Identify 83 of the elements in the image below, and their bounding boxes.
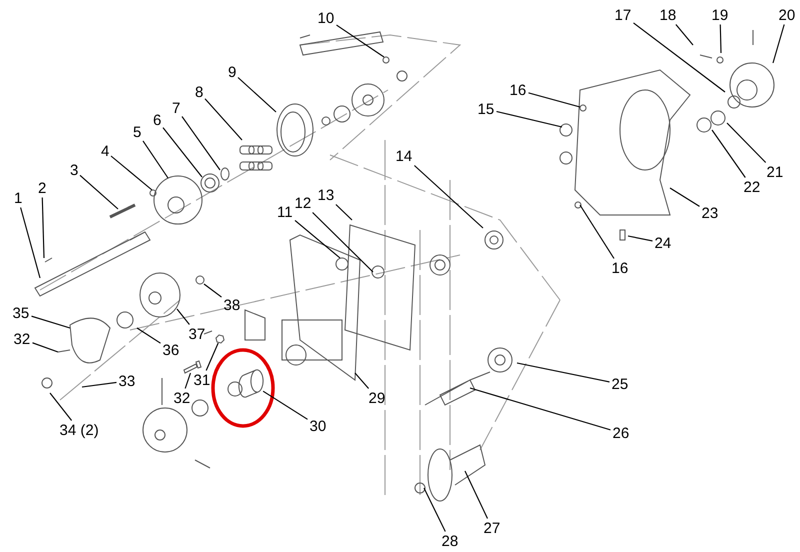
leader-line [336,24,384,58]
callout-number: 31 [194,372,210,388]
leader-line [50,392,72,421]
callout-number: 14 [396,148,412,164]
callout-number: 15 [478,100,494,118]
leader-line [162,127,202,178]
callout-number: 11 [277,204,293,220]
callout-number: 2 [38,180,46,196]
callout-number: 38 [224,296,240,314]
callout-number: 32 [14,330,30,348]
leader-line [136,328,161,344]
callout-number: 19 [712,6,728,24]
callout-number: 10 [318,10,334,26]
callout-number: 13 [318,186,334,204]
callout-number: 22 [744,178,760,196]
callout-number: 23 [702,204,718,222]
leader-line [20,207,41,278]
callout-number: 25 [612,376,628,392]
callout-number: 1 [14,190,22,206]
leader-line [184,372,192,389]
leader-line [470,387,611,430]
callout-number: 33 [118,372,136,390]
callout-number: 16 [510,82,526,98]
leader-line [528,92,580,108]
callout-number: 21 [766,164,784,180]
leader-line [238,77,276,112]
callout-number: 26 [612,424,630,442]
leader-line [262,390,308,420]
leader-line [312,212,374,272]
callout-number: 17 [614,6,632,24]
nut-drawing [215,334,225,344]
leader-line [670,188,700,207]
leader-line [204,284,222,298]
leader-line [206,342,219,371]
leader-line [633,22,726,92]
leader-line [726,122,766,163]
leader-line [32,342,58,353]
leader-line [31,316,70,329]
callout-number: 4 [101,142,110,160]
leader-line [110,156,152,190]
leader-line [82,382,117,388]
leader-line [176,308,190,325]
leader-line [772,24,785,64]
screw-drawing [183,360,202,374]
callout-number: 8 [195,84,204,100]
callout-number: 12 [294,194,312,212]
callout-number: 35 [12,304,30,322]
callout-number: 6 [153,112,162,128]
leader-line [80,174,118,210]
callout-number: 16 [612,260,628,276]
leader-line [336,204,352,220]
callout-number: 36 [162,342,180,358]
callout-number: 29 [368,390,386,406]
callout-number: 34 (2) [60,422,99,438]
leader-line [42,197,45,258]
spacer-sleeve-drawing [238,369,264,398]
leader-line [720,24,722,54]
leader-line [712,130,746,178]
leader-line [424,488,446,532]
callout-number: 32 [174,390,190,406]
callout-number: 5 [133,124,142,140]
leader-line [675,24,694,46]
callout-number: 37 [188,326,206,342]
leader-line [182,116,220,170]
callout-number: 3 [70,162,78,178]
leader-line [294,220,340,258]
callout-number: 9 [228,64,236,80]
callout-number: 20 [778,6,796,24]
leader-line [414,165,484,228]
leader-line [516,362,610,382]
callout-number: 7 [172,100,180,116]
callout-number: 30 [310,418,326,434]
leader-line [580,204,614,259]
leader-line [628,235,653,242]
callout-number: 27 [484,520,500,536]
leader-line [496,110,562,128]
leader-line [142,140,168,178]
callout-number: 24 [654,234,672,252]
leader-line [204,98,242,140]
leader-line [354,372,370,389]
callout-number: 28 [442,532,458,550]
callout-number: 18 [660,6,676,24]
leader-line [464,470,488,519]
